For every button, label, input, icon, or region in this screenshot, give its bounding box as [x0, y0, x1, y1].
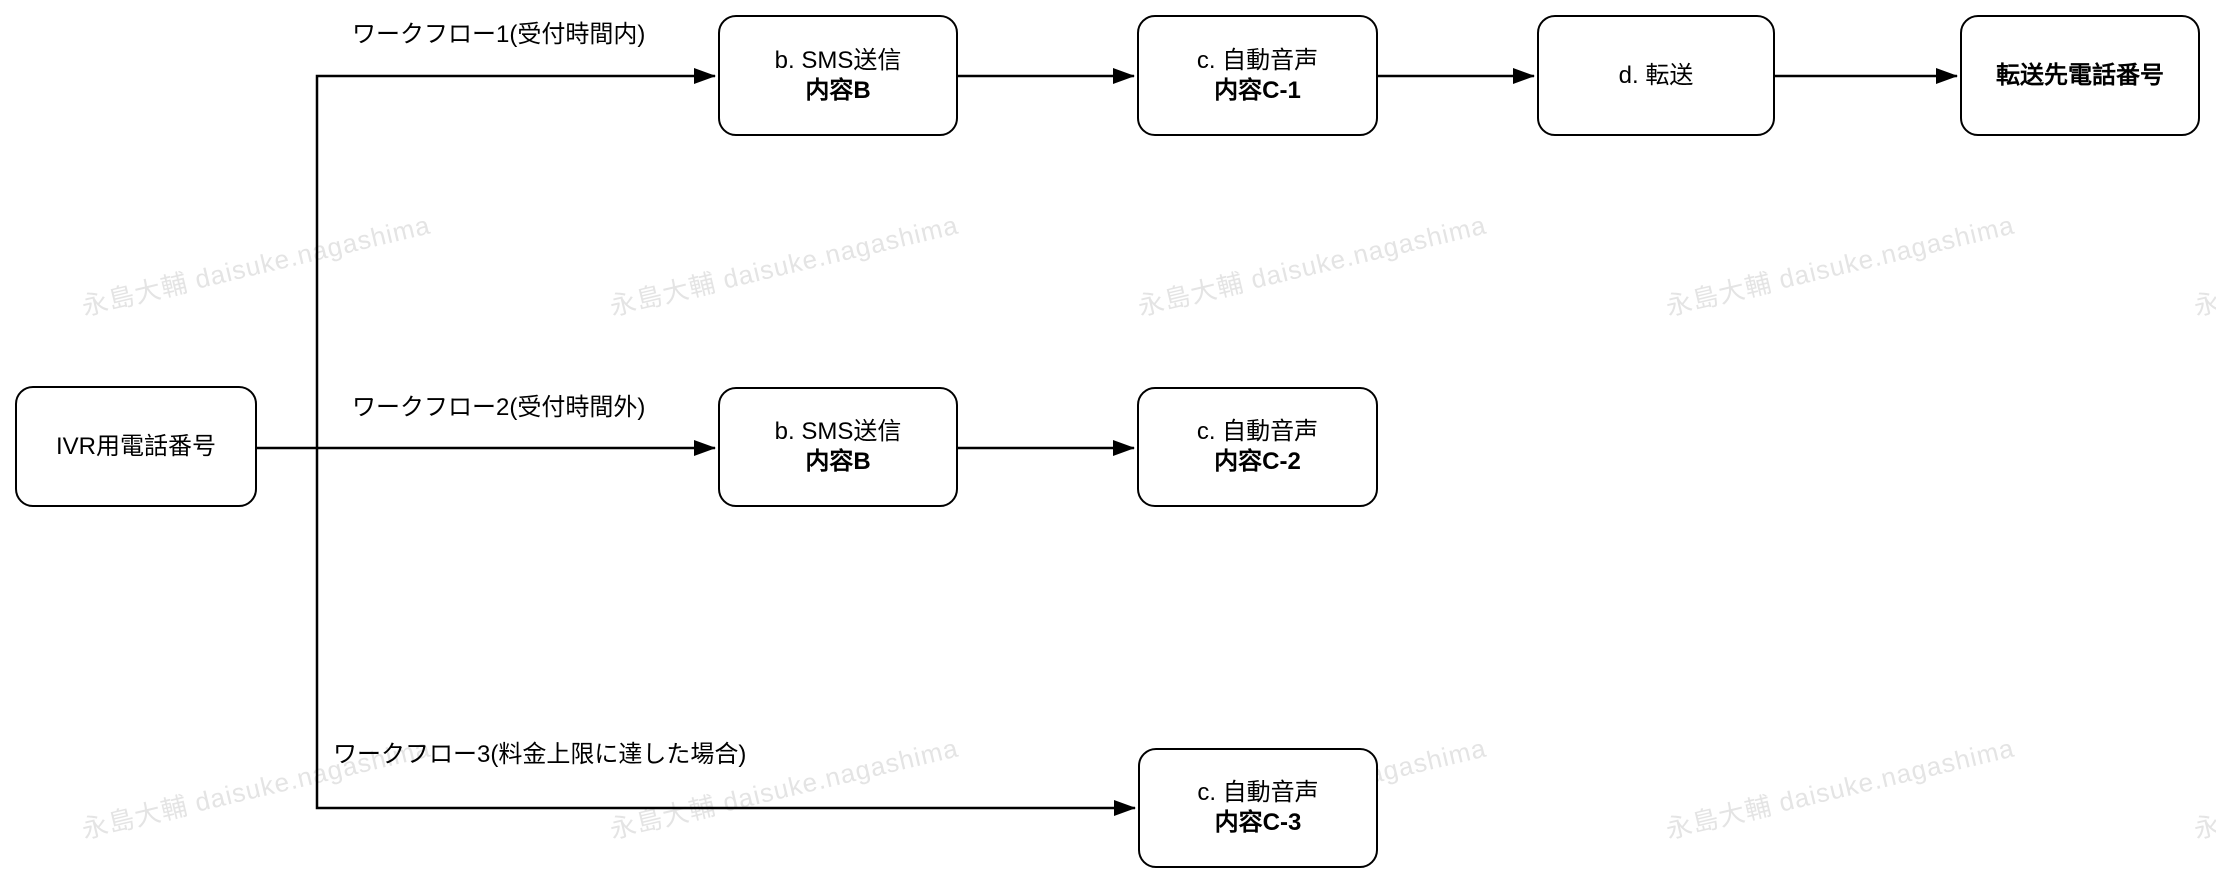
workflow2-label: ワークフロー2(受付時間外) [352, 394, 646, 421]
node-label-line2: 内容C-2 [1214, 448, 1301, 475]
node-label: d. 転送 [1618, 61, 1694, 89]
node-label: 転送先電話番号 [1996, 61, 2164, 89]
workflow1-label: ワークフロー1(受付時間内) [352, 21, 646, 48]
node-label-line1: b. SMS送信 [774, 46, 902, 74]
node-label-line2: 内容B [805, 76, 871, 104]
node-label: IVR用電話番号 [55, 432, 216, 460]
wf1-node-transfer: d. 転送 [1537, 15, 1775, 136]
wf2-node-auto-voice: c. 自動音声 内容C-2 [1137, 387, 1378, 507]
node-label-line1: b. SMS送信 [774, 418, 902, 445]
wf1-node-sms: b. SMS送信 内容B [718, 15, 958, 136]
node-label-line2: 内容C-1 [1214, 76, 1301, 104]
node-label-line1: c. 自動音声 [1196, 46, 1319, 74]
wf1-node-transfer-destination: 転送先電話番号 [1960, 15, 2200, 136]
workflow3-label: ワークフロー3(料金上限に達した場合) [333, 741, 747, 768]
edge-trunk-to-wf3-voice [315, 448, 1136, 816]
wf3-node-auto-voice: c. 自動音声 内容C-3 [1138, 748, 1378, 868]
node-label-line1: c. 自動音声 [1196, 418, 1319, 445]
edge-trunk-to-wf1-sms [315, 68, 716, 448]
node-label-line2: 内容B [805, 448, 871, 475]
wf2-node-sms: b. SMS送信 内容B [718, 387, 958, 507]
node-label-line1: c. 自動音声 [1197, 779, 1319, 806]
node-label-line2: 内容C-3 [1214, 809, 1302, 836]
wf1-node-auto-voice: c. 自動音声 内容C-1 [1137, 15, 1378, 136]
node-ivr-phone-number: IVR用電話番号 [15, 386, 257, 507]
